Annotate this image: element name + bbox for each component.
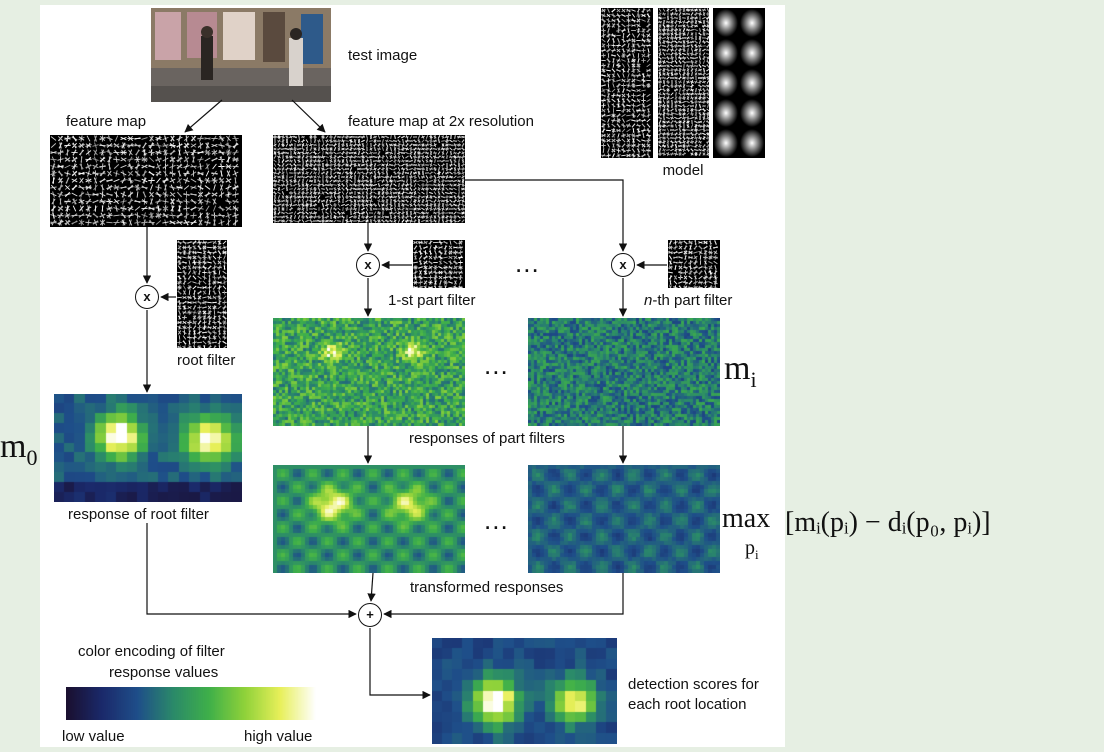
max-subscript-i: i: [755, 547, 759, 562]
m0-base: m: [0, 428, 27, 465]
model-parts-thumbnail: [658, 8, 709, 158]
mi-subscript: i: [750, 366, 757, 392]
max-word: max: [722, 503, 771, 534]
low-value-label: low value: [62, 728, 125, 745]
color-encoding-label-2: response values: [109, 664, 219, 681]
root-filter-label: root filter: [177, 352, 236, 369]
max-subscript-p: p: [745, 537, 755, 559]
root-response-heatmap: [54, 394, 242, 502]
part-n-response-heatmap: [528, 318, 720, 426]
color-encoding-label-1: color encoding of filter: [78, 643, 225, 660]
m0-symbol: m0: [0, 428, 37, 471]
ellipsis-responses: ...: [484, 350, 509, 380]
max-subscript: pi: [745, 537, 759, 563]
detection-scores-heatmap: [432, 638, 617, 744]
part-filter-n-suffix: -th part filter: [652, 292, 733, 309]
test-image-label: test image: [348, 47, 418, 64]
test-image-photo: [151, 8, 331, 102]
mi-symbol: mi: [724, 350, 757, 393]
multiply-op-root: x: [135, 285, 159, 309]
part-filter-n-letter: n: [644, 292, 653, 309]
sum-op: +: [358, 603, 382, 627]
part-responses-label: responses of part filters: [409, 430, 565, 447]
ellipsis-transformed: ...: [484, 505, 509, 535]
root-filter-image: [177, 240, 227, 348]
multiply-op-part-n: x: [611, 253, 635, 277]
max-expression: [mᵢ(pᵢ) − dᵢ(p₀, pᵢ)]: [785, 507, 991, 539]
part-filter-1-image: [413, 240, 465, 288]
m0-subscript: 0: [26, 444, 38, 470]
part-1-response-heatmap: [273, 318, 465, 426]
root-response-label: response of root filter: [68, 506, 209, 523]
part-filter-n-label: n-th part filter: [644, 292, 732, 309]
model-root-thumbnail: [601, 8, 653, 158]
feature-map-label: feature map: [66, 113, 147, 130]
model-label: model: [662, 162, 704, 179]
multiply-op-part-1: x: [356, 253, 380, 277]
feature-map-image: [50, 135, 242, 227]
high-value-label: high value: [244, 728, 313, 745]
part-n-transformed-heatmap: [528, 465, 720, 573]
max-operator: max: [722, 503, 770, 535]
transformed-responses-label: transformed responses: [410, 579, 564, 596]
part-filter-1-label: 1-st part filter: [388, 292, 476, 309]
feature-map-2x-label: feature map at 2x resolution: [348, 113, 534, 130]
colormap-bar: [66, 687, 316, 720]
detection-scores-label-1: detection scores for: [628, 676, 759, 693]
ellipsis-filters: ...: [515, 248, 540, 278]
model-deformation-thumbnail: [713, 8, 765, 158]
detection-scores-label-2: each root location: [628, 696, 747, 713]
feature-map-2x-image: [273, 135, 465, 223]
part-filter-n-image: [668, 240, 720, 288]
part-1-transformed-heatmap: [273, 465, 465, 573]
max-expression-text: [mᵢ(pᵢ) − dᵢ(p₀, pᵢ)]: [785, 507, 991, 538]
mi-base: m: [724, 350, 751, 387]
